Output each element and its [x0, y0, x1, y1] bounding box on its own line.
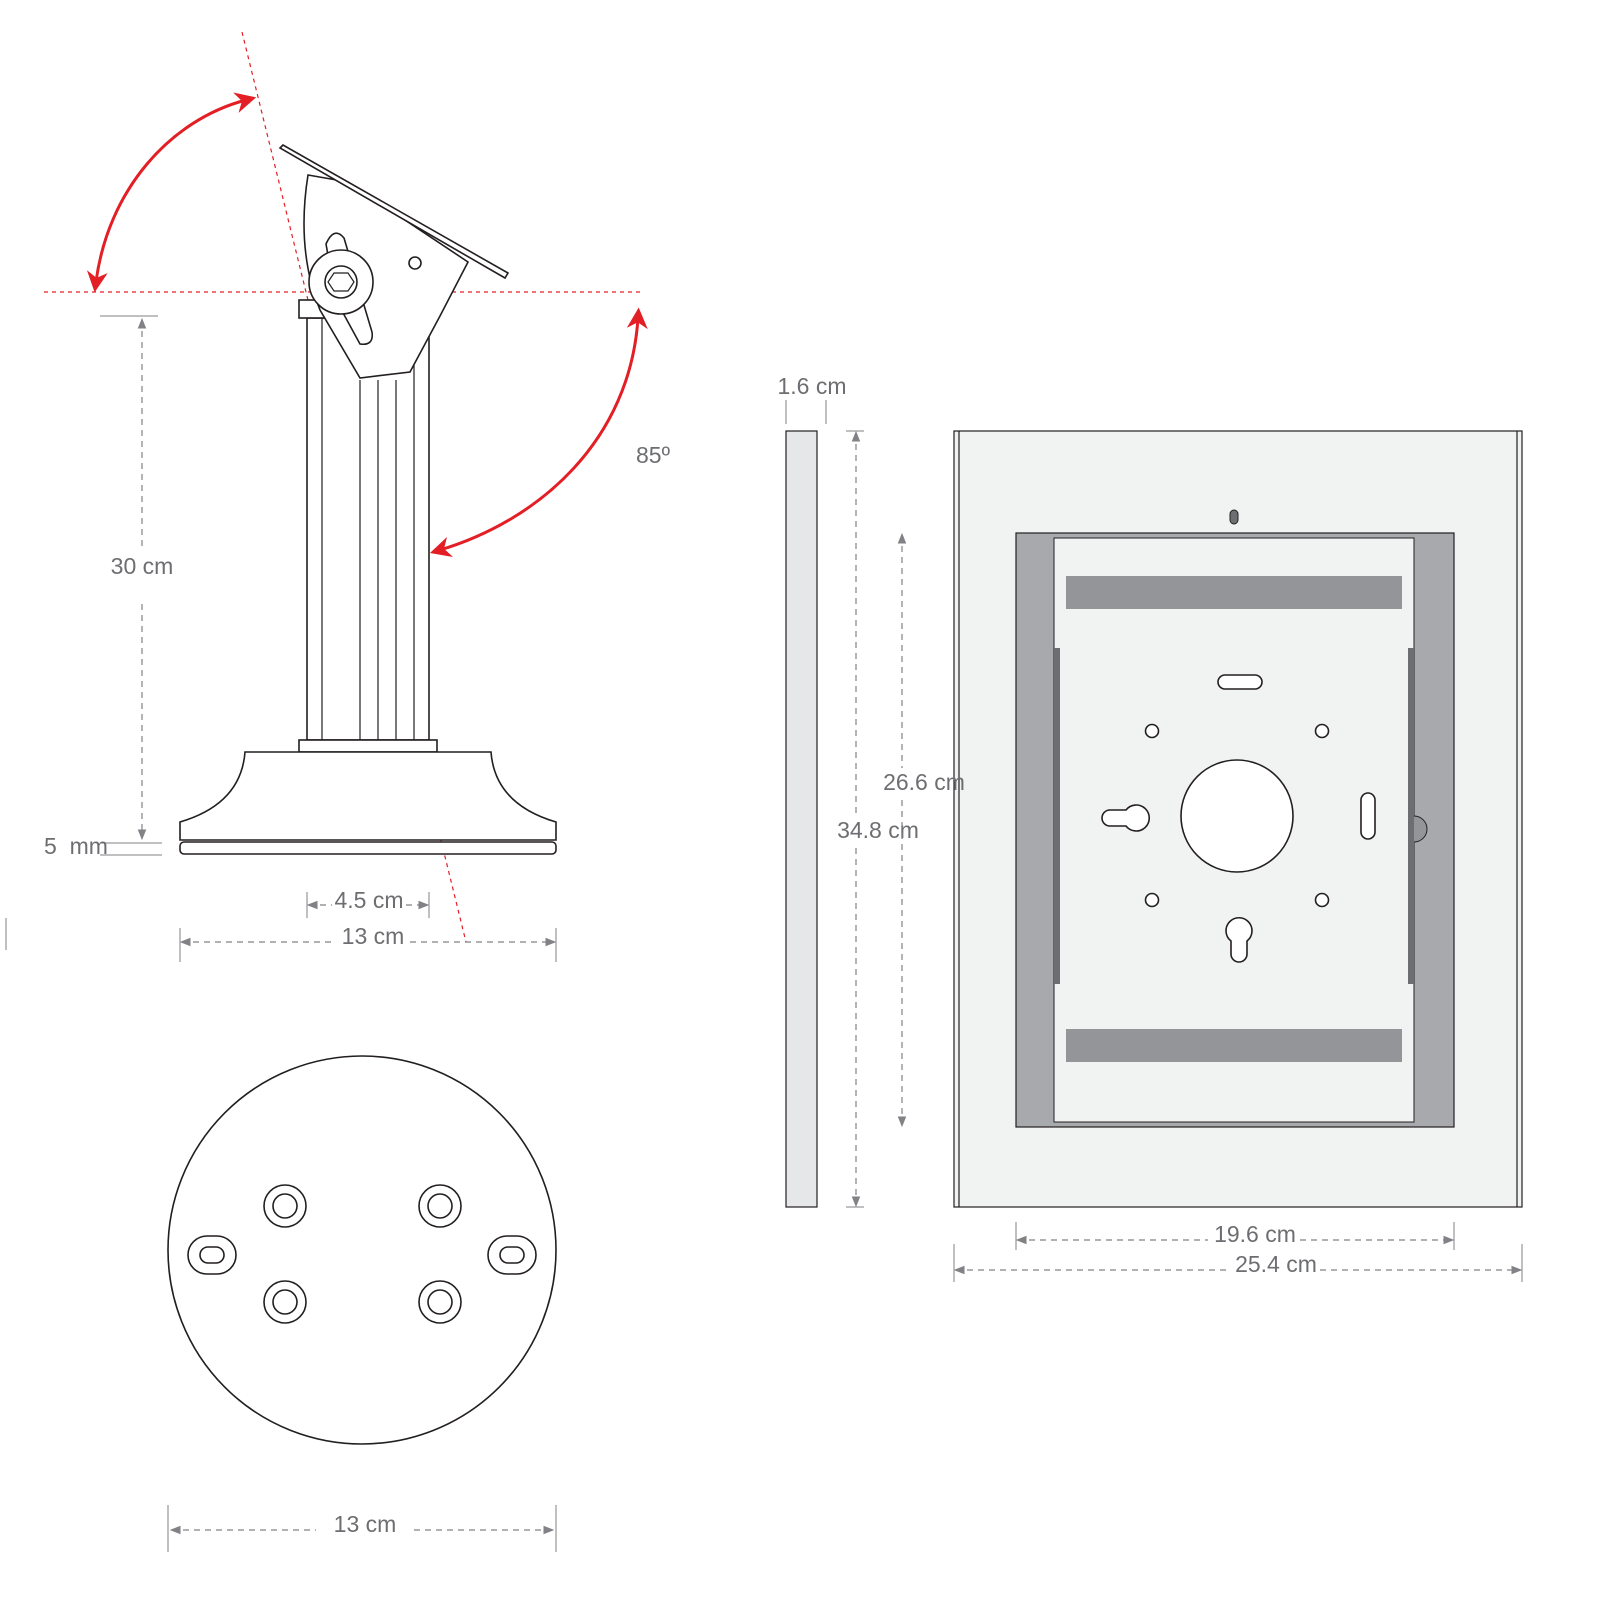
enclosure-side-profile: 1.6 cm 34.8 cm: [777, 373, 919, 1208]
stand-height-label: 30 cm: [111, 553, 174, 579]
keyhole-bottom: [1225, 916, 1253, 963]
enclosure-height-label: 34.8 cm: [837, 817, 919, 843]
keyhole-left: [1101, 804, 1151, 832]
tilt-arrow-lower: [429, 307, 648, 558]
bottom-strip: [1066, 1029, 1402, 1062]
opening-width-label: 19.6 cm: [1214, 1221, 1296, 1247]
mounting-holes: [263, 1184, 462, 1324]
enclosure-width-label: 25.4 cm: [1235, 1251, 1317, 1277]
stand-base: [179, 751, 557, 841]
center-cable-hole: [1180, 759, 1294, 873]
opening-height-label: 26.6 cm: [883, 769, 965, 795]
mounting-slots: [187, 1235, 537, 1275]
enclosure-depth-label: 1.6 cm: [777, 373, 846, 399]
base-width-label: 13 cm: [342, 923, 405, 949]
top-strip: [1066, 576, 1402, 609]
base-plate: [179, 841, 557, 855]
home-button-bump: [1413, 815, 1428, 843]
base-disc: [167, 1055, 557, 1445]
tilt-angle-label: 85º: [636, 442, 671, 468]
base-diameter-label: 13 cm: [334, 1511, 397, 1537]
column-width-label: 4.5 cm: [334, 887, 403, 913]
vesa-holes: [1101, 674, 1376, 963]
security-screw-slot: [1229, 509, 1239, 525]
enclosure-edge: [785, 430, 818, 1208]
mounting-plate: [278, 144, 510, 280]
base-plate-thickness-label: 5 mm: [44, 833, 108, 859]
enclosure-front-view: 26.6 cm 19.6 cm 25.4 cm: [883, 430, 1523, 1282]
base-bottom-view: 13 cm: [167, 1055, 557, 1552]
tilt-arrow-upper: [86, 92, 257, 293]
stand-column: [306, 317, 430, 741]
stand-side-view: 30 cm 5 mm 4.5 cm 13 cm 85º: [5, 31, 671, 962]
